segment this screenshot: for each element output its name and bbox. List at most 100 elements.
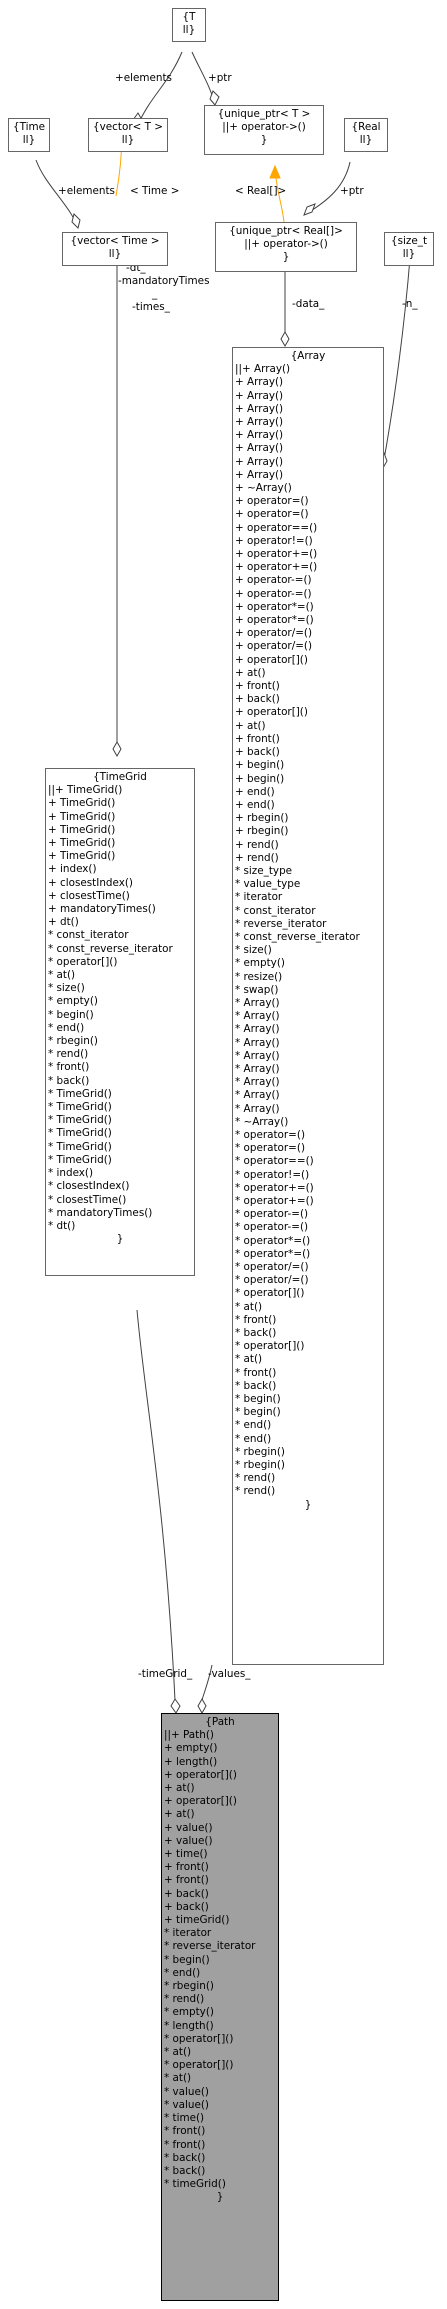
label-elements-t: +elements <box>115 72 172 84</box>
class-node-array-close: } <box>304 1498 312 1511</box>
array-member: * begin() <box>235 1393 281 1406</box>
array-member: * rbegin() <box>235 1459 285 1472</box>
timegrid-member: ||+ TimeGrid() <box>48 784 123 797</box>
timegrid-member: * closestTime() <box>48 1193 127 1206</box>
path-member: * back() <box>164 2151 206 2164</box>
class-node-unique-ptr-real[interactable]: {unique_ptr< Real[]> ||+ operator->() } <box>215 222 357 272</box>
path-member: * time() <box>164 2112 205 2125</box>
timegrid-member: + TimeGrid() <box>48 797 116 810</box>
class-node-real[interactable]: {Real ll} <box>344 118 388 152</box>
path-member: + front() <box>164 1861 209 1874</box>
class-node-t[interactable]: {T ll} <box>172 8 206 42</box>
array-member: + operator+=() <box>235 561 318 574</box>
array-member: * operator[]() <box>235 1287 305 1300</box>
path-member: * empty() <box>164 2006 214 2019</box>
label-elements-time: +elements <box>58 185 115 197</box>
array-member: * value_type <box>235 878 301 891</box>
timegrid-member: + TimeGrid() <box>48 810 116 823</box>
timegrid-member: * back() <box>48 1074 90 1087</box>
array-member: * operator==() <box>235 1155 314 1168</box>
class-node-size-t-title: {size_t ll} <box>390 235 428 261</box>
timegrid-member: + TimeGrid() <box>48 850 116 863</box>
timegrid-member: * operator[]() <box>48 955 118 968</box>
array-member: * at() <box>235 1300 263 1313</box>
edge-path-values <box>201 1664 213 1701</box>
array-member: * operator/=() <box>235 1274 309 1287</box>
class-node-timegrid-title: {TimeGrid <box>93 771 147 783</box>
array-member: + operator=() <box>235 495 309 508</box>
array-member: + begin() <box>235 759 285 772</box>
path-member: * length() <box>164 2019 214 2032</box>
array-member: * operator*=() <box>235 1234 311 1247</box>
timegrid-member: * front() <box>48 1061 90 1074</box>
array-member: * rbegin() <box>235 1445 285 1458</box>
path-member: + timeGrid() <box>164 1914 230 1927</box>
array-member: * front() <box>235 1313 277 1326</box>
array-member: * reverse_iterator <box>235 917 327 930</box>
label-times-2: -mandatoryTimes <box>118 275 210 287</box>
class-node-timegrid[interactable]: {TimeGrid ||+ TimeGrid()+ TimeGrid()+ Ti… <box>45 768 195 1276</box>
path-member: * begin() <box>164 1953 210 1966</box>
array-member: + Array() <box>235 389 284 402</box>
label-times-4: -times_ <box>132 301 170 313</box>
array-member: * back() <box>235 1327 277 1340</box>
path-member: * at() <box>164 2046 192 2059</box>
array-member: + rend() <box>235 838 279 851</box>
class-node-size-t[interactable]: {size_t ll} <box>384 232 434 266</box>
timegrid-member: * TimeGrid() <box>48 1140 112 1153</box>
class-node-unique-ptr-t-title: {unique_ptr< T > ||+ operator->() } <box>217 108 311 147</box>
path-member: + back() <box>164 1900 209 1913</box>
array-member: * rend() <box>235 1485 276 1498</box>
path-member: + value() <box>164 1821 213 1834</box>
label-time-template: < Time > <box>130 185 180 197</box>
class-node-unique-ptr-t[interactable]: {unique_ptr< T > ||+ operator->() } <box>204 105 324 155</box>
class-node-vector-time-title: {vector< Time > ll} <box>70 235 160 261</box>
array-member: * const_reverse_iterator <box>235 930 360 943</box>
timegrid-member: + index() <box>48 863 97 876</box>
timegrid-member: * begin() <box>48 1008 94 1021</box>
array-member: * empty() <box>235 957 285 970</box>
path-member: * rbegin() <box>164 1980 214 1993</box>
array-member: * end() <box>235 1432 272 1445</box>
diamond-path-values <box>197 1697 207 1715</box>
array-member: * operator-=() <box>235 1208 309 1221</box>
timegrid-member: * dt() <box>48 1219 76 1232</box>
diamond-array-data <box>280 330 290 348</box>
path-member: + length() <box>164 1755 218 1768</box>
path-member: + at() <box>164 1808 195 1821</box>
array-member: + front() <box>235 680 280 693</box>
class-node-path[interactable]: {Path ||+ Path()+ empty()+ length()+ ope… <box>161 1713 279 2301</box>
array-member: + Array() <box>235 376 284 389</box>
timegrid-member: * TimeGrid() <box>48 1114 112 1127</box>
array-member: + Array() <box>235 442 284 455</box>
array-member: + rbegin() <box>235 825 289 838</box>
path-member: * reverse_iterator <box>164 1940 256 1953</box>
path-member: * timeGrid() <box>164 2178 226 2191</box>
array-member: ||+ Array() <box>235 363 291 376</box>
array-member: + back() <box>235 693 280 706</box>
path-member: + operator[]() <box>164 1768 237 1781</box>
array-member: + operator==() <box>235 521 318 534</box>
class-node-vector-t[interactable]: {vector< T > ll} <box>88 118 168 152</box>
path-member: + at() <box>164 1782 195 1795</box>
label-times-3: _ <box>152 288 158 300</box>
label-timegrid: -timeGrid_ <box>138 1668 193 1680</box>
array-member: + at() <box>235 666 266 679</box>
class-node-vector-time[interactable]: {vector< Time > ll} <box>62 232 168 266</box>
label-n: -n_ <box>402 298 418 310</box>
timegrid-member: * rend() <box>48 1048 89 1061</box>
class-node-path-title: {Path <box>205 1716 235 1728</box>
timegrid-member: + closestIndex() <box>48 876 133 889</box>
array-member: * resize() <box>235 970 283 983</box>
diamond-path-timegrid <box>170 1698 181 1714</box>
class-node-array[interactable]: {Array ||+ Array()+ Array()+ Array()+ Ar… <box>232 347 384 1665</box>
path-member: + empty() <box>164 1742 218 1755</box>
class-node-time[interactable]: {Time ll} <box>8 118 50 152</box>
array-member: * rend() <box>235 1472 276 1485</box>
array-member: + rbegin() <box>235 812 289 825</box>
array-member: * const_iterator <box>235 904 316 917</box>
path-member: + back() <box>164 1887 209 1900</box>
class-node-path-close: } <box>216 2191 224 2204</box>
path-member: + front() <box>164 1874 209 1887</box>
array-member: * iterator <box>235 891 283 904</box>
